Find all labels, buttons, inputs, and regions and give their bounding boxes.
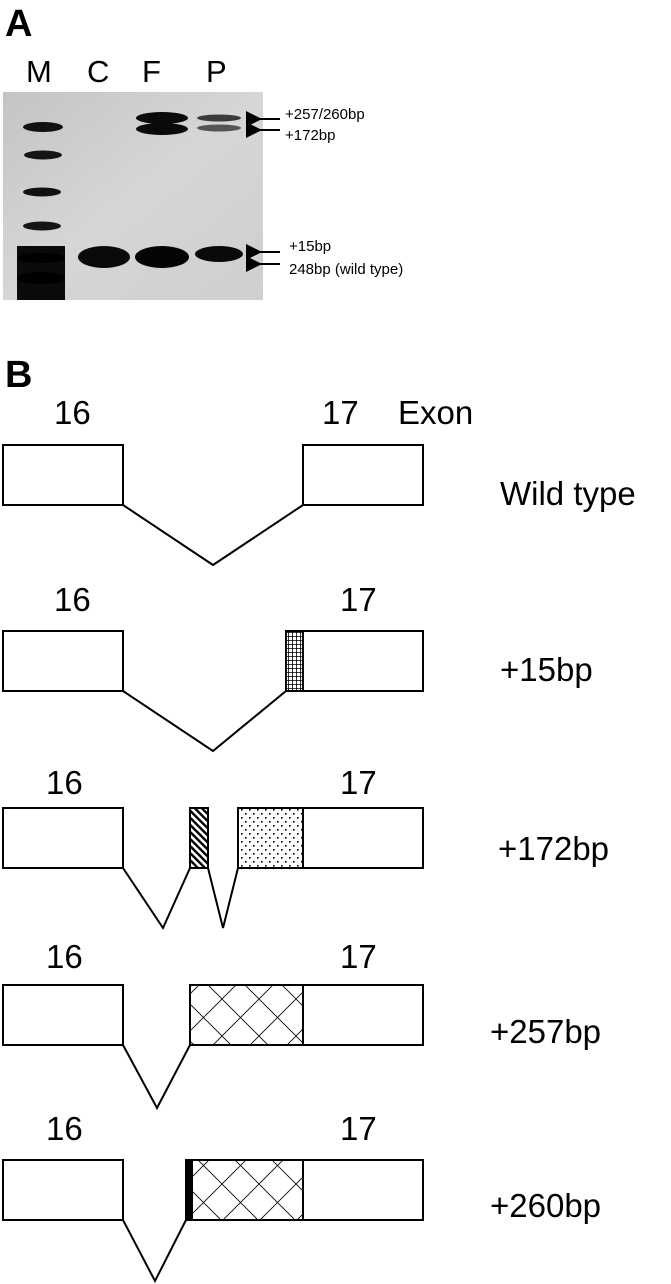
splice-junction-2 [207, 867, 239, 929]
exon-16-label: 16 [54, 394, 91, 431]
variant-label: Wild type [500, 475, 636, 512]
exon-header: Exon [398, 394, 473, 431]
splice-junction [122, 690, 287, 753]
splice-junction-1 [122, 867, 191, 931]
band-f-172 [136, 123, 188, 135]
inserted-dotted-segment [237, 807, 304, 869]
band-p-172 [197, 124, 241, 132]
lane-label-c: C [87, 54, 109, 89]
exon-17-label: 17 [340, 938, 377, 975]
exon-17-box [285, 630, 424, 692]
band-label-257-260: +257/260bp [285, 106, 365, 123]
exon-17-label: 17 [322, 394, 359, 431]
variant-label: +257bp [490, 1013, 601, 1050]
band-p-wt [195, 246, 243, 262]
splice-junction [122, 1219, 187, 1284]
gel-image [3, 92, 263, 300]
band-label-15: +15bp [289, 238, 331, 255]
lane-label-p: P [206, 54, 227, 89]
splice-row-wild-type: 16 17 Wild type [2, 394, 636, 567]
panel-a-label: A [5, 3, 32, 45]
band-label-wt: 248bp (wild type) [289, 261, 403, 278]
variant-label: +260bp [490, 1187, 601, 1224]
panel-b-label: B [5, 354, 32, 396]
exon-17-label: 17 [340, 581, 377, 618]
splice-junction [122, 504, 304, 567]
exon-16-box [2, 984, 124, 1046]
exon-16-label: 16 [46, 1110, 83, 1147]
lane-label-m: M [26, 54, 52, 89]
splice-junction [122, 1044, 191, 1111]
splice-row-15bp: 16 17 +15bp [2, 581, 593, 753]
band-f-257 [136, 112, 188, 124]
inserted-257bp-segment [189, 984, 304, 1046]
splice-row-172bp: 16 17 +172bp [2, 764, 609, 931]
exon-16-box [2, 807, 124, 869]
band-f-wt [135, 246, 189, 268]
inserted-257bp-segment [191, 1159, 304, 1221]
band-c-wt [78, 246, 130, 268]
cryptic-exon-segment [189, 807, 209, 869]
splice-row-257bp: 16 17 +257bp [2, 938, 601, 1111]
exon-16-box [2, 1159, 124, 1221]
exon-16-label: 16 [46, 764, 83, 801]
band-p-257 [197, 114, 241, 122]
exon-16-box [2, 444, 124, 506]
inserted-15bp-segment [285, 630, 304, 692]
lane-label-f: F [142, 54, 161, 89]
exon-16-label: 16 [46, 938, 83, 975]
exon-17-box [302, 444, 424, 506]
variant-label: +172bp [498, 830, 609, 867]
exon-17-label: 17 [340, 1110, 377, 1147]
exon-16-box [2, 630, 124, 692]
inserted-3bp-segment [186, 1160, 193, 1220]
exon-16-label: 16 [54, 581, 91, 618]
splice-row-260bp: 16 17 +260bp [2, 1110, 601, 1284]
band-label-172: +172bp [285, 127, 335, 144]
variant-label: +15bp [500, 651, 593, 688]
marker-ladder [17, 122, 65, 300]
exon-17-label: 17 [340, 764, 377, 801]
